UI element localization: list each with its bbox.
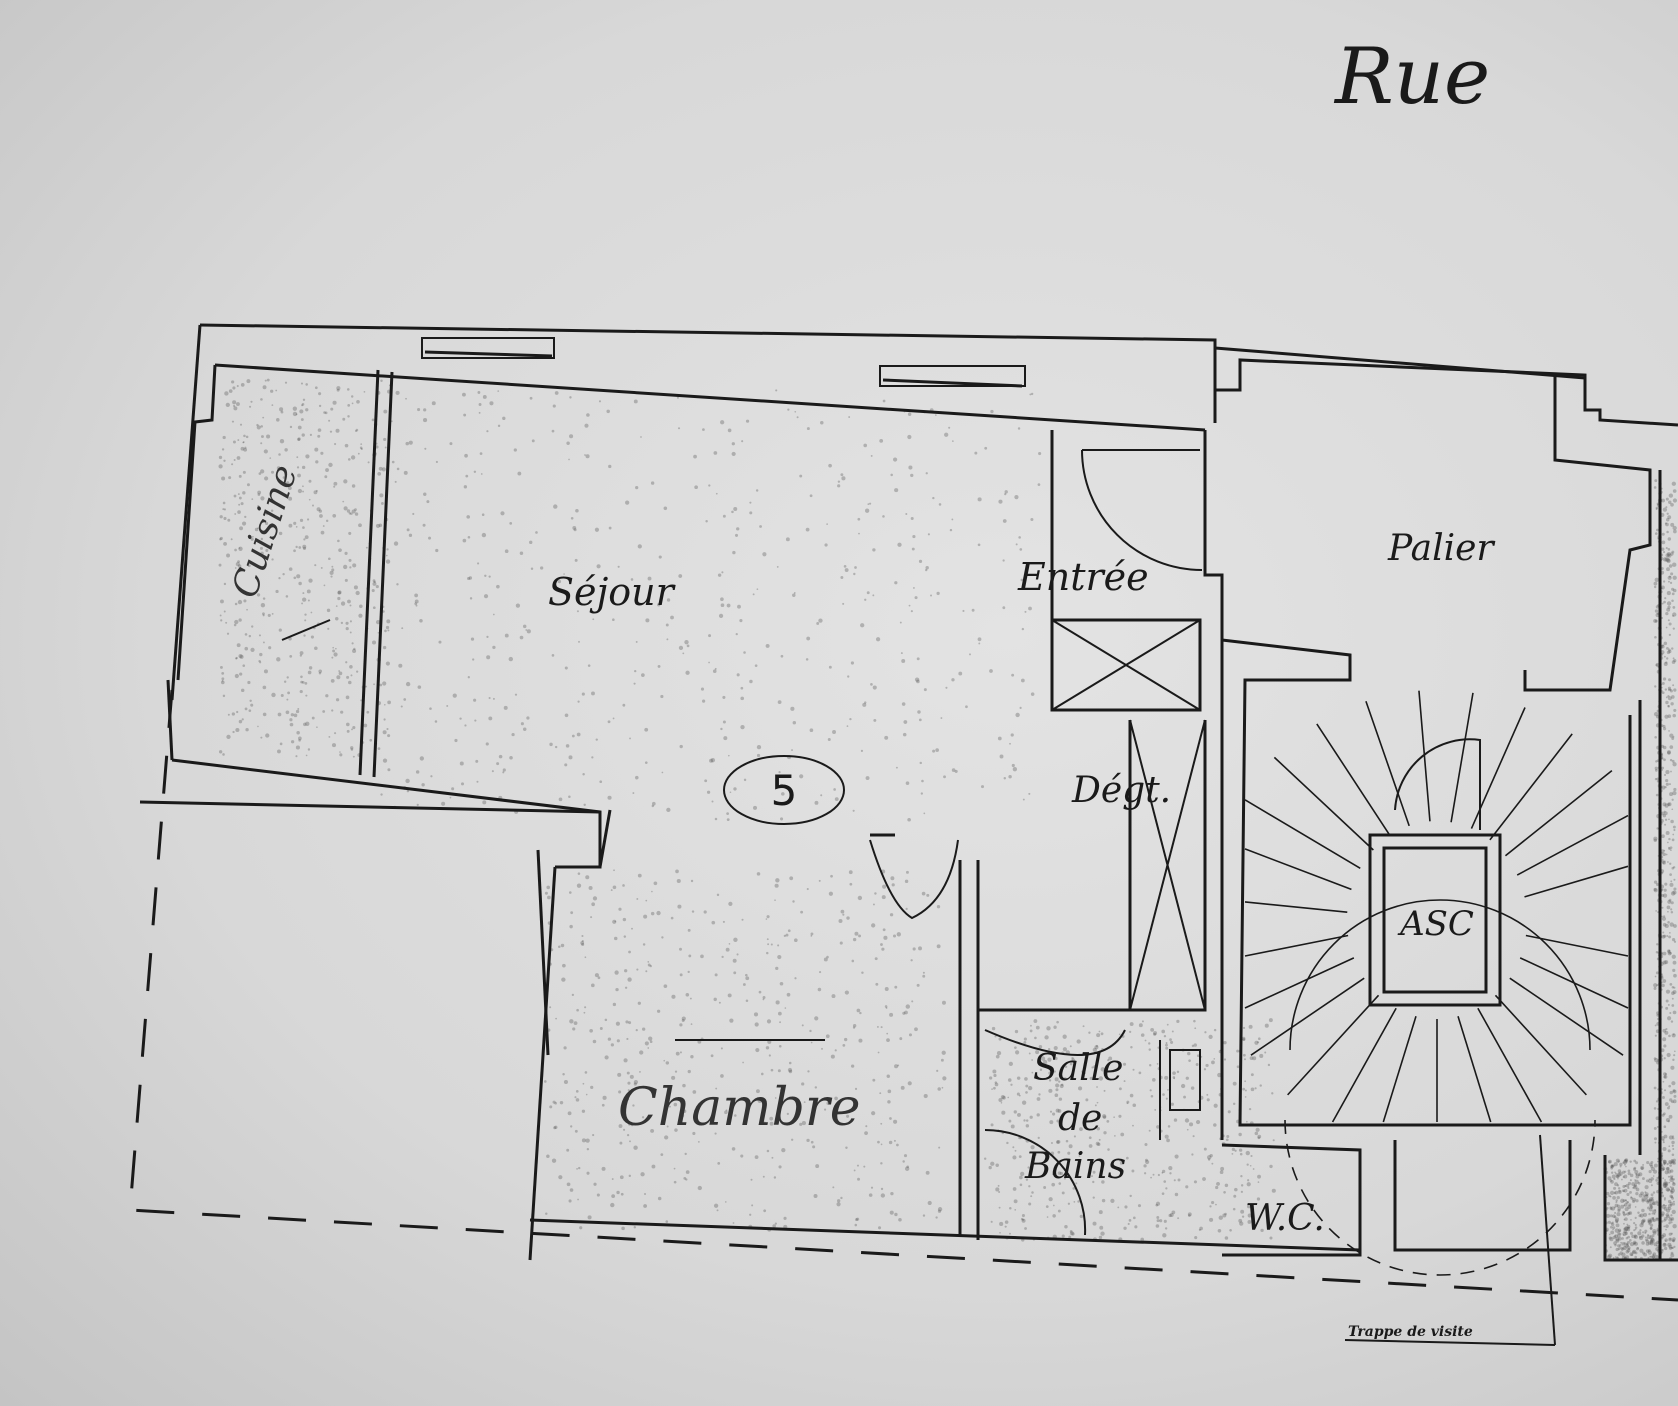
room-label-degt: Dégt.	[1071, 770, 1171, 811]
room-label-chambre: Chambre	[618, 1078, 861, 1138]
room-label-de: de	[1058, 1098, 1102, 1139]
room-label-bains: Bains	[1024, 1146, 1126, 1187]
room-label-sejour: Séjour	[548, 570, 677, 614]
windows	[421, 337, 1026, 1056]
landing-walls	[1213, 345, 1678, 1346]
stipple-texture	[218, 378, 1678, 1262]
lot-number: 5	[771, 766, 798, 815]
partitions	[358, 369, 1224, 1240]
room-label-entree: Entrée	[1017, 555, 1149, 599]
trap-note: Trappe de visite	[1348, 1324, 1473, 1340]
room-label-cuisine: Cuisine	[225, 460, 306, 603]
property-boundary	[128, 689, 1678, 1302]
outer-walls	[139, 323, 1361, 1261]
elevator-label: ASC	[1397, 904, 1474, 944]
elevator-shaft: ASC	[1368, 833, 1502, 1007]
room-label-salle: Salle	[1033, 1048, 1123, 1089]
underline-mark	[281, 619, 331, 641]
street-label: Rue	[1333, 32, 1490, 122]
doors	[869, 449, 1203, 1236]
room-label-palier: Palier	[1387, 528, 1495, 569]
room-label-wc: W.C.	[1245, 1198, 1325, 1239]
spiral-stair	[1244, 690, 1629, 1276]
lot-number-marker: 5	[723, 755, 845, 825]
